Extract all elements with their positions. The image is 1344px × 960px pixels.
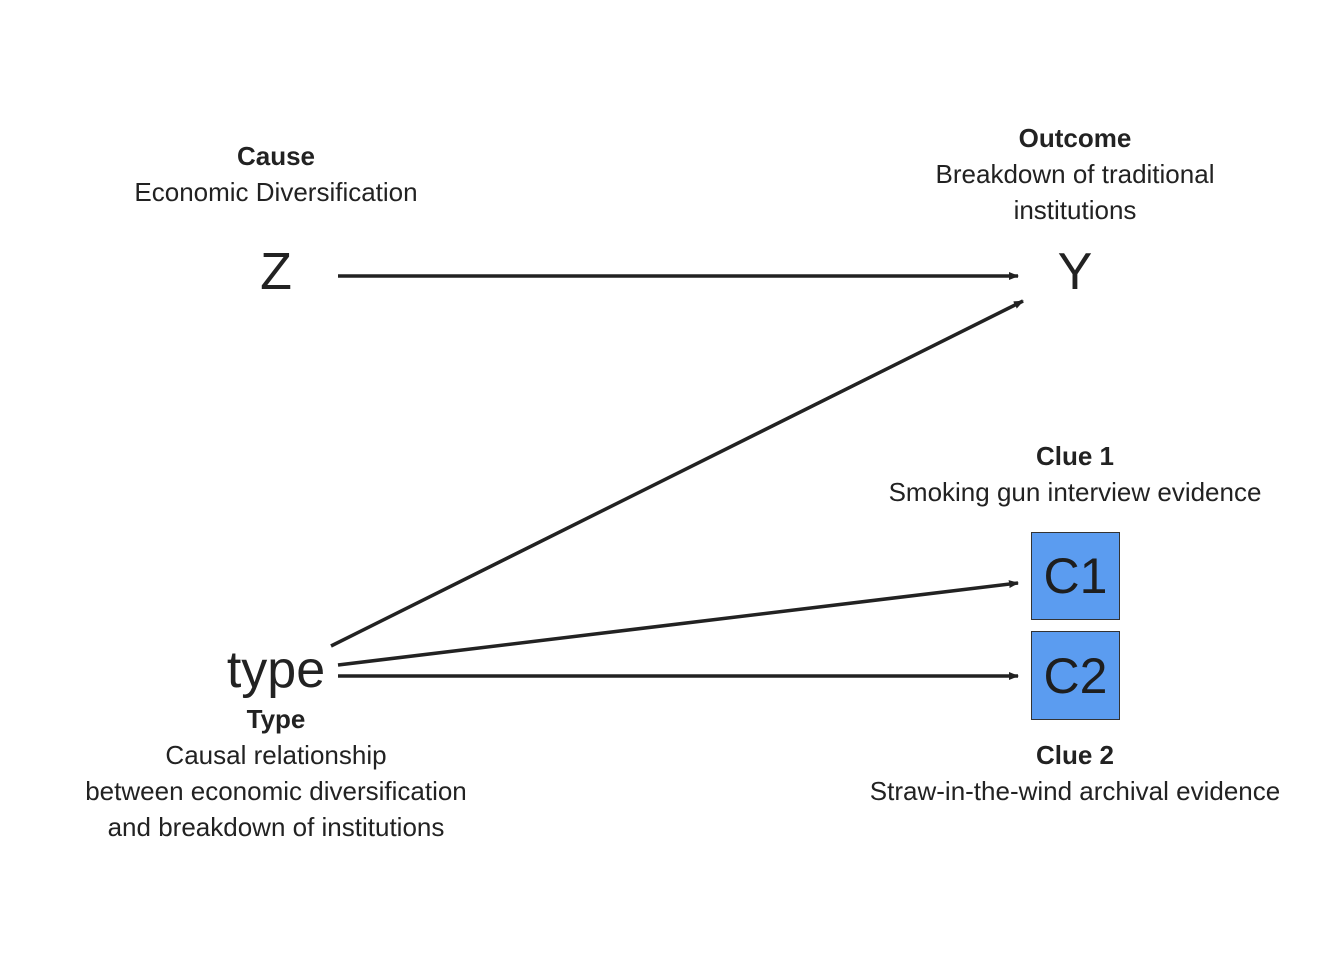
clue-2-title: Clue 2 (1035, 740, 1115, 770)
type-title: Type (246, 704, 306, 734)
clue-2-label: Clue 2 Straw-in-the-wind archival eviden… (870, 737, 1280, 809)
type-description-line-1: Causal relationship (165, 740, 387, 770)
type-description-line-3: and breakdown of institutions (107, 812, 445, 842)
type-label: Type Causal relationship between economi… (85, 701, 467, 845)
outcome-label: Outcome Breakdown of traditional institu… (936, 120, 1215, 228)
cause-title: Cause (236, 141, 316, 171)
outcome-title: Outcome (1018, 123, 1132, 153)
outcome-description-line-2: institutions (1013, 195, 1137, 225)
clue-2-description: Straw-in-the-wind archival evidence (869, 776, 1281, 806)
node-c1: C1 (1031, 532, 1120, 620)
outcome-description-line-1: Breakdown of traditional (935, 159, 1215, 189)
edge-type-to-c1 (337, 580, 1019, 667)
node-z: Z (260, 243, 292, 301)
cause-description: Economic Diversification (134, 177, 418, 207)
type-description-line-2: between economic diversification (85, 776, 467, 806)
node-type: type (226, 641, 326, 699)
edge-type-to-y (330, 299, 1024, 648)
node-c2: C2 (1031, 631, 1120, 720)
clue-1-description: Smoking gun interview evidence (888, 477, 1262, 507)
clue-1-title: Clue 1 (1035, 441, 1115, 471)
clue-1-label: Clue 1 Smoking gun interview evidence (889, 438, 1262, 510)
node-y: Y (1057, 243, 1093, 301)
cause-label: Cause Economic Diversification (134, 138, 417, 210)
